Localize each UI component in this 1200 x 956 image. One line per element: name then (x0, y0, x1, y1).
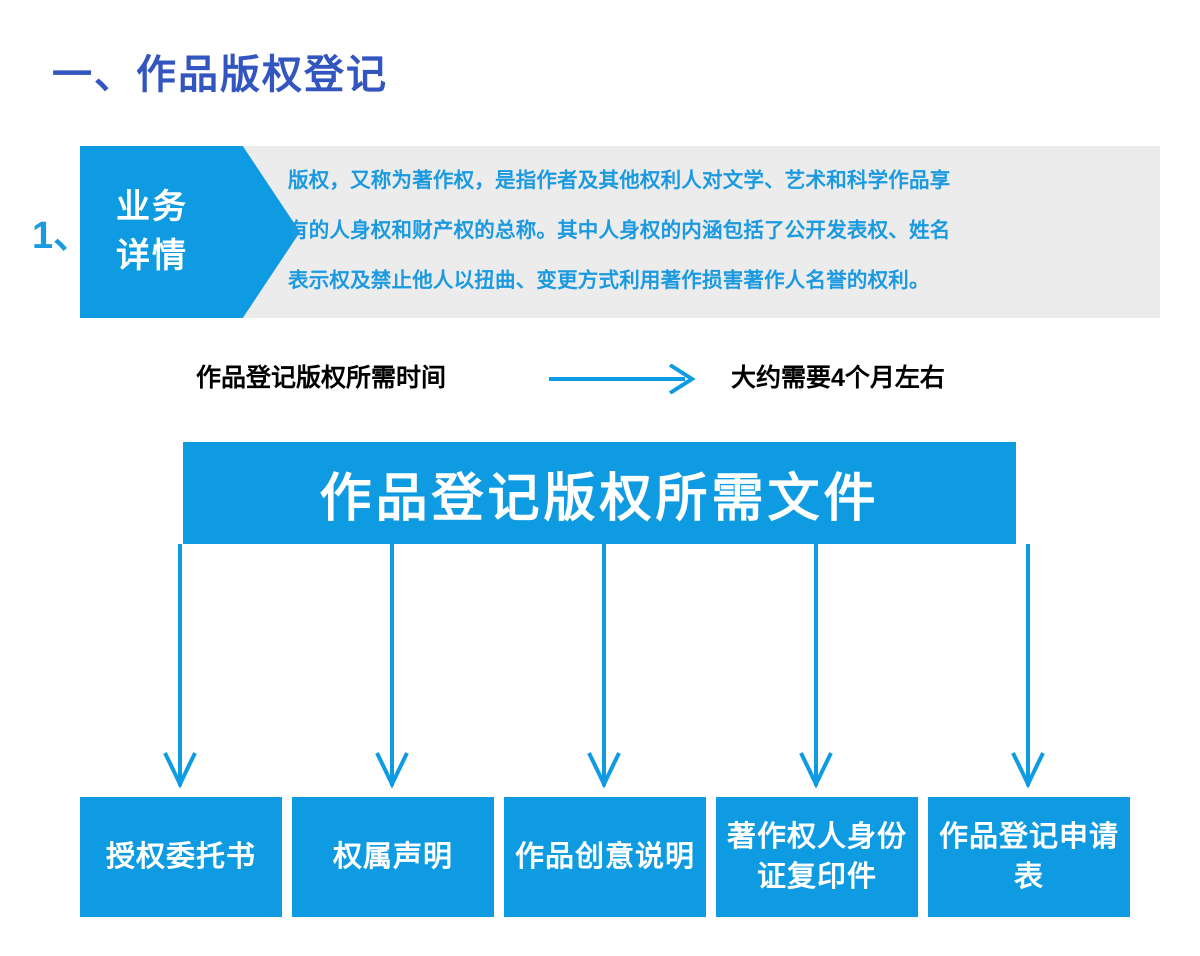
right-arrow-icon (549, 364, 696, 394)
document-label-4: 著作权人身份证复印件 (726, 820, 907, 893)
business-detail-tag-line-2: 详情 (116, 237, 188, 275)
document-label-5: 作品登记申请表 (938, 820, 1119, 893)
files-header-bar: 作品登记版权所需文件 (183, 442, 1016, 544)
timeline-value: 大约需要4个月左右 (731, 364, 945, 392)
page-title: 一、作品版权登记 (52, 53, 388, 97)
files-header-title: 作品登记版权所需文件 (319, 469, 880, 528)
document-box-2[interactable]: 权属声明 (292, 797, 494, 917)
detail-description-panel (160, 146, 1160, 318)
down-arrow-icon-2 (375, 544, 409, 789)
document-box-5[interactable]: 作品登记申请表 (928, 797, 1130, 917)
timeline-label: 作品登记版权所需时间 (196, 364, 447, 392)
document-box-4[interactable]: 著作权人身份证复印件 (716, 797, 918, 917)
down-arrow-icon-3 (587, 544, 621, 789)
paragraph-line-3: 表示权及禁止他人以扭曲、变更方式利用著作损害著作人名誉的权利。 (288, 269, 930, 292)
down-arrow-icon-5 (1011, 544, 1045, 789)
document-box-3[interactable]: 作品创意说明 (504, 797, 706, 917)
paragraph-line-1: 版权，又称为著作权，是指作者及其他权利人对文学、艺术和科学作品享 (288, 169, 951, 192)
business-detail-tag-line-1: 业务 (116, 187, 188, 226)
business-detail-block: 1、 业务 详情 版权，又称为著作权，是指作者及其他权利人对文学、艺术和科学作品… (0, 146, 1200, 318)
down-arrow-icon-4 (799, 544, 833, 789)
document-box-1[interactable]: 授权委托书 (80, 797, 282, 917)
required-documents-row: 授权委托书 权属声明 作品创意说明 著作权人身份证复印件 作品登记申请表 (80, 797, 1130, 917)
paragraph-line-2: 有的人身权和财产权的总称。其中人身权的内涵包括了公开发表权、姓名 (288, 219, 951, 242)
document-label-1: 授权委托书 (105, 840, 256, 873)
timeline-row: 作品登记版权所需时间 大约需要4个月左右 (0, 358, 1200, 402)
document-label-2: 权属声明 (332, 840, 453, 873)
business-detail-paragraph: 版权，又称为著作权，是指作者及其他权利人对文学、艺术和科学作品享 有的人身权和财… (288, 156, 1158, 308)
down-arrow-icon-1 (163, 544, 197, 789)
document-label-3: 作品创意说明 (514, 840, 695, 873)
